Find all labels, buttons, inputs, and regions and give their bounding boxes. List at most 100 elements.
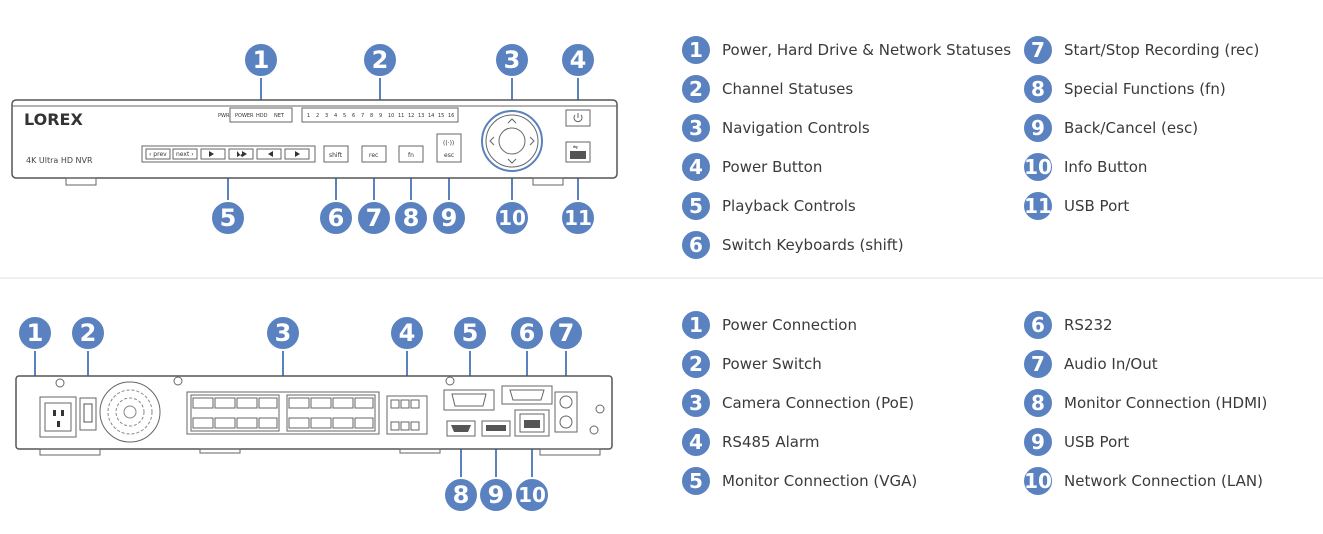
front-callout-5-num: 5 bbox=[220, 204, 237, 232]
channel-indicators: 1 2 3 4 5 6 7 8 9 10 11 12 13 14 15 16 bbox=[301, 107, 459, 123]
back-usb-port bbox=[481, 420, 511, 437]
svg-text:USB Port: USB Port bbox=[1064, 197, 1129, 215]
power-icon bbox=[573, 114, 583, 123]
next-button-label: next › bbox=[176, 151, 194, 158]
front-callout-1-num: 1 bbox=[253, 46, 270, 74]
rec-button bbox=[361, 145, 387, 163]
svg-text:Power Connection: Power Connection bbox=[722, 316, 857, 334]
hdmi-port bbox=[446, 420, 476, 437]
svg-text:Power, Hard Drive & Network St: Power, Hard Drive & Network Statuses bbox=[722, 41, 1011, 59]
front-callout-2-num: 2 bbox=[372, 46, 389, 74]
front-legend-item: 7 Start/Stop Recording (rec) bbox=[1022, 34, 1259, 66]
arrow-right-icon bbox=[529, 136, 535, 146]
svg-text:RS485 Alarm: RS485 Alarm bbox=[722, 433, 819, 451]
svg-text:Special Functions (fn): Special Functions (fn) bbox=[1064, 80, 1226, 98]
front-legend-item: 6 Switch Keyboards (shift) bbox=[680, 229, 904, 261]
back-callout-2-num: 2 bbox=[80, 319, 97, 347]
svg-text:5: 5 bbox=[689, 194, 703, 218]
arrow-down-icon bbox=[507, 158, 517, 164]
front-legend-item: 8 Special Functions (fn) bbox=[1022, 73, 1226, 105]
svg-text:10: 10 bbox=[1024, 469, 1052, 493]
rec-button-label: rec bbox=[369, 152, 378, 159]
svg-text:Camera Connection (PoE): Camera Connection (PoE) bbox=[722, 394, 914, 412]
back-callout-4 bbox=[389, 315, 425, 351]
rs485-alarm bbox=[386, 395, 428, 435]
front-callout-11-num: 11 bbox=[564, 206, 592, 230]
power-button bbox=[565, 109, 591, 127]
svg-text:9: 9 bbox=[1031, 116, 1045, 140]
channel-label: 3 bbox=[325, 113, 328, 119]
fan-icon bbox=[99, 381, 161, 443]
back-panel bbox=[15, 350, 613, 478]
svg-text:Switch Keyboards (shift): Switch Keyboards (shift) bbox=[722, 236, 904, 254]
status-label: NET bbox=[274, 113, 285, 119]
back-legend-item: 4 RS485 Alarm bbox=[680, 426, 819, 458]
channel-label: 1 bbox=[307, 113, 310, 119]
channel-label: 10 bbox=[388, 113, 394, 119]
svg-text:Power Switch: Power Switch bbox=[722, 355, 822, 373]
playback-controls: ‹ prev next › bbox=[141, 145, 316, 163]
brand-logo: LOREX bbox=[24, 110, 83, 129]
front-legend-item: 10 Info Button bbox=[1022, 151, 1147, 183]
info-icon: ((·)) bbox=[443, 140, 454, 147]
back-legend-item: 7 Audio In/Out bbox=[1022, 348, 1158, 380]
back-callout-9 bbox=[478, 477, 514, 513]
back-callout-1-num: 1 bbox=[27, 319, 44, 347]
channel-label: 14 bbox=[428, 113, 434, 119]
svg-text:10: 10 bbox=[1024, 155, 1052, 179]
channel-label: 2 bbox=[316, 113, 319, 119]
power-connection bbox=[39, 396, 77, 438]
svg-text:11: 11 bbox=[1024, 194, 1052, 218]
back-callout-2 bbox=[70, 315, 106, 351]
svg-text:8: 8 bbox=[1031, 77, 1045, 101]
svg-text:Monitor Connection (HDMI): Monitor Connection (HDMI) bbox=[1064, 394, 1267, 412]
vga-port bbox=[443, 389, 495, 411]
svg-text:6: 6 bbox=[689, 233, 703, 257]
front-callout-6-num: 6 bbox=[328, 204, 345, 232]
svg-text:5: 5 bbox=[689, 469, 703, 493]
back-callout-10-num: 10 bbox=[518, 483, 546, 507]
svg-text:7: 7 bbox=[1031, 352, 1045, 376]
model-label: 4K Ultra HD NVR bbox=[26, 156, 93, 165]
usb-port bbox=[565, 141, 591, 163]
screw-icon bbox=[55, 378, 65, 388]
channel-label: 8 bbox=[370, 113, 373, 119]
esc-button-label: esc bbox=[444, 152, 454, 159]
screw-icon bbox=[595, 404, 605, 414]
front-callout-9-num: 9 bbox=[441, 204, 458, 232]
svg-text:8: 8 bbox=[1031, 391, 1045, 415]
svg-text:Info Button: Info Button bbox=[1064, 158, 1147, 176]
front-callout-10-num: 10 bbox=[498, 206, 526, 230]
channel-label: 13 bbox=[418, 113, 424, 119]
svg-text:Channel Statuses: Channel Statuses bbox=[722, 80, 853, 98]
status-label: HDD bbox=[256, 113, 268, 119]
front-callout-3 bbox=[494, 42, 530, 78]
front-callout-9 bbox=[431, 200, 467, 236]
prev-button-label: ‹ prev bbox=[149, 151, 167, 158]
poe-ports bbox=[186, 391, 380, 435]
svg-text:1: 1 bbox=[689, 38, 703, 62]
svg-text:Navigation Controls: Navigation Controls bbox=[722, 119, 870, 137]
front-callout-7-num: 7 bbox=[366, 204, 383, 232]
arrow-left-icon bbox=[489, 136, 495, 146]
svg-text:Start/Stop Recording (rec): Start/Stop Recording (rec) bbox=[1064, 41, 1259, 59]
svg-text:Back/Cancel (esc): Back/Cancel (esc) bbox=[1064, 119, 1198, 137]
back-callout-3-num: 3 bbox=[275, 319, 292, 347]
lan-port bbox=[514, 409, 550, 437]
front-callout-1 bbox=[243, 42, 279, 78]
back-callout-7-num: 7 bbox=[558, 319, 575, 347]
skip-forward-icon bbox=[295, 151, 300, 157]
svg-text:Monitor Connection (VGA): Monitor Connection (VGA) bbox=[722, 472, 917, 490]
front-legend-item: 9 Back/Cancel (esc) bbox=[1022, 112, 1198, 144]
channel-label: 11 bbox=[398, 113, 404, 119]
channel-label: 12 bbox=[408, 113, 414, 119]
svg-text:4: 4 bbox=[689, 430, 703, 454]
svg-text:Audio In/Out: Audio In/Out bbox=[1064, 355, 1158, 373]
play-pause-icon bbox=[209, 151, 214, 157]
svg-text:7: 7 bbox=[1031, 38, 1045, 62]
